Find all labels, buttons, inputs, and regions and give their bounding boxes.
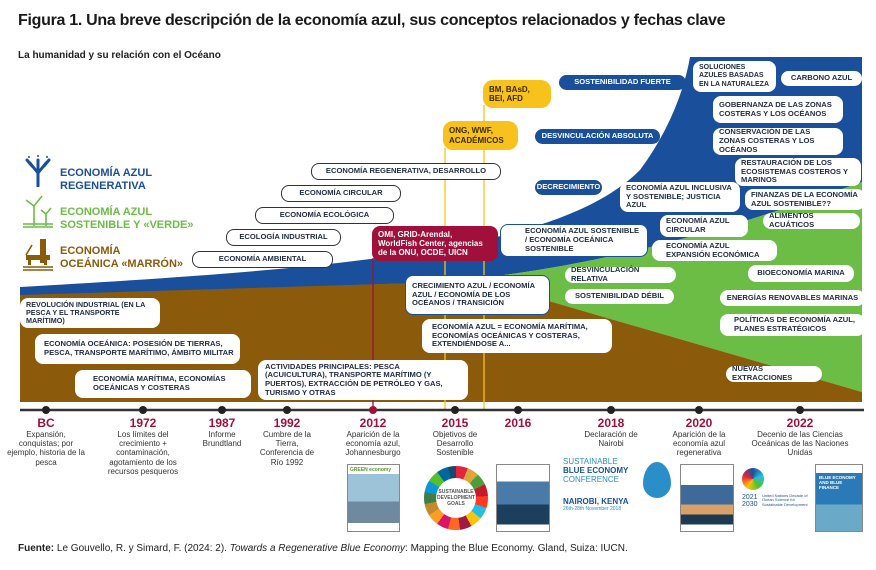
green-region — [420, 182, 862, 392]
timeline-marker-BC — [42, 406, 50, 414]
figure-subtitle: La humanidad y su relación con el Océano — [18, 50, 221, 61]
timeline-marker-1972 — [139, 406, 147, 414]
timeline-year: 1972 — [129, 416, 157, 430]
coral-icon — [24, 155, 52, 192]
timeline-description: Decenio de las Ciencias Oceánicas de las… — [751, 430, 849, 458]
timeline-description: Informe Brundtland — [202, 430, 242, 449]
blue-carbon: CARBONO AZUL — [781, 71, 862, 86]
ecosystem-restoration: RESTAURACIÓN DE LOS ECOSISTEMAS COSTEROS… — [735, 158, 861, 186]
blue-growth: CRECIMIENTO AZUL / ECONOMÍA AZUL / ECONO… — [405, 275, 550, 315]
relative-decoupling: DESVINCULACIÓN RELATIVA — [565, 265, 676, 283]
sustainable-blue-economy: ECONOMÍA AZUL SOSTENIBLE / ECONOMÍA OCEÁ… — [500, 224, 648, 257]
green-economy-report-cover: GREEN economy — [347, 464, 400, 532]
nature-based-solutions: SOLUCIONES AZULES BASADAS EN LA NATURALE… — [693, 61, 776, 92]
concept-ecological-economy: ECONOMÍA ECOLÓGICA — [255, 207, 394, 224]
coastal-governance: GOBERNANZA DE LAS ZONAS COSTERAS Y LOS O… — [713, 96, 843, 123]
timeline-marker-2016 — [514, 406, 522, 414]
blue-economy-equals-maritime: ECONOMÍA AZUL = ECONOMÍA MARÍTIMA, ECONO… — [422, 319, 612, 353]
marine-bioeconomy: BIOECONOMÍA MARINA — [748, 265, 854, 282]
wind-turbine-icon — [22, 194, 54, 233]
actors-ong: ONG, WWF, ACADÉMICOS — [443, 121, 518, 150]
industrial-revolution: REVOLUCIÓN INDUSTRIAL (EN LA PESCA Y EL … — [20, 298, 160, 328]
blue-economy-policies: POLÍTICAS DE ECONOMÍA AZUL, PLANES ESTRA… — [720, 314, 865, 336]
oil-platform-icon — [22, 237, 54, 276]
concept-regenerative-development: ECONOMÍA REGENERATIVA, DESARROLLO — [311, 163, 501, 180]
concept-environmental-economy: ECONOMÍA AMBIENTAL — [192, 251, 333, 268]
concept-circular-economy: ECONOMÍA CIRCULAR — [281, 185, 401, 202]
timeline-description: Cumbre de la Tierra, Conferencia de Río … — [259, 430, 315, 467]
timeline-marker-1992 — [283, 406, 291, 414]
blue-region — [20, 57, 862, 296]
actors-omi: OMI, GRID-Arendal, WorldFish Center, age… — [372, 226, 498, 261]
sustainable-blue-finance: FINANZAS DE LA ECONOMÍA AZUL SOSTENIBLE?… — [745, 189, 865, 210]
timeline-description: Objetivos de Desarrollo Sostenible — [432, 430, 478, 458]
strong-sustainability: SOSTENIBILIDAD FUERTE — [559, 75, 686, 90]
marine-renewable-energy: ENERGÍAS RENOVABLES MARINAS — [720, 290, 865, 306]
source-note: Fuente: Le Gouvello, R. y Simard, F. (20… — [18, 543, 628, 554]
timeline-year: 2016 — [504, 416, 532, 430]
timeline-year: 1992 — [273, 416, 301, 430]
timeline-year: 2020 — [685, 416, 713, 430]
timeline-description: Aparición de la economía azul regenerati… — [672, 430, 726, 458]
timeline-description: Los límites del crecimiento + contaminac… — [107, 430, 179, 476]
circular-blue-economy: ECONOMÍA AZUL CIRCULAR — [660, 215, 748, 237]
water-drop-icon — [643, 462, 671, 498]
main-activities: ACTIVIDADES PRINCIPALES: PESCA (ACUICULT… — [258, 360, 468, 400]
weak-sustainability: SOSTENIBILIDAD DÉBIL — [565, 289, 674, 304]
degrowth: DECRECIMIENTO — [535, 180, 602, 195]
timeline-marker-2012 — [369, 406, 377, 414]
aquatic-foods: ALIMENTOS ACUÁTICOS — [763, 211, 860, 229]
concept-industrial-ecology: ECOLOGÍA INDUSTRIAL — [226, 229, 341, 246]
maritime-economy: ECONOMÍA MARÍTIMA, ECONOMÍAS OCEÁNICAS Y… — [75, 370, 251, 398]
timeline-year: BC — [37, 416, 55, 430]
timeline-year: 2015 — [441, 416, 469, 430]
timeline-year: 2012 — [359, 416, 387, 430]
timeline-description: Declaración de Nairobi — [584, 430, 638, 449]
coastal-conservation: CONSERVACIÓN DE LAS ZONAS COSTERAS Y LOS… — [713, 128, 843, 155]
timeline-year: 1987 — [208, 416, 236, 430]
ocean-economy-2030-cover — [496, 464, 550, 532]
timeline-marker-2018 — [607, 406, 615, 414]
timeline-year: 2018 — [597, 416, 625, 430]
timeline-markers — [42, 406, 804, 414]
timeline-description: Expansión, conquistas; por ejemplo, hist… — [7, 430, 85, 467]
blue-finance-report-cover: BLUE ECONOMY AND BLUE FINANCE — [815, 464, 863, 532]
regenerative-ocean-report-cover — [680, 464, 734, 532]
ocean-economy-land-grab: ECONOMÍA OCEÁNICA: POSESIÓN DE TIERRAS, … — [35, 334, 240, 364]
actors-bm: BM, BAsD, BEI, AFD — [483, 80, 551, 108]
figure-title: Figura 1. Una breve descripción de la ec… — [18, 12, 726, 29]
timeline-marker-2022 — [796, 406, 804, 414]
blue-economy-expansion: ECONOMÍA AZUL EXPANSIÓN ECONÓMICA — [652, 240, 777, 261]
timeline-description: Aparición de la economía azul, Johannesb… — [345, 430, 401, 458]
inclusive-blue-economy: ECONOMÍA AZUL INCLUSIVA Y SOSTENIBLE; JU… — [620, 182, 740, 212]
sustainable-blue-economy-conference-logo: SUSTAINABLE BLUE ECONOMY CONFERENCE NAIR… — [563, 457, 673, 532]
new-extractions: NUEVAS EXTRACCIONES — [726, 364, 822, 382]
timeline-marker-2020 — [695, 406, 703, 414]
sdg-wheel-icon: SUSTAINABLE DEVELOPMENT GOALS — [424, 466, 488, 530]
timeline-year: 2022 — [786, 416, 814, 430]
timeline-marker-2015 — [451, 406, 459, 414]
absolute-decoupling: DESVINCULACIÓN ABSOLUTA — [535, 129, 660, 144]
timeline-marker-1987 — [218, 406, 226, 414]
